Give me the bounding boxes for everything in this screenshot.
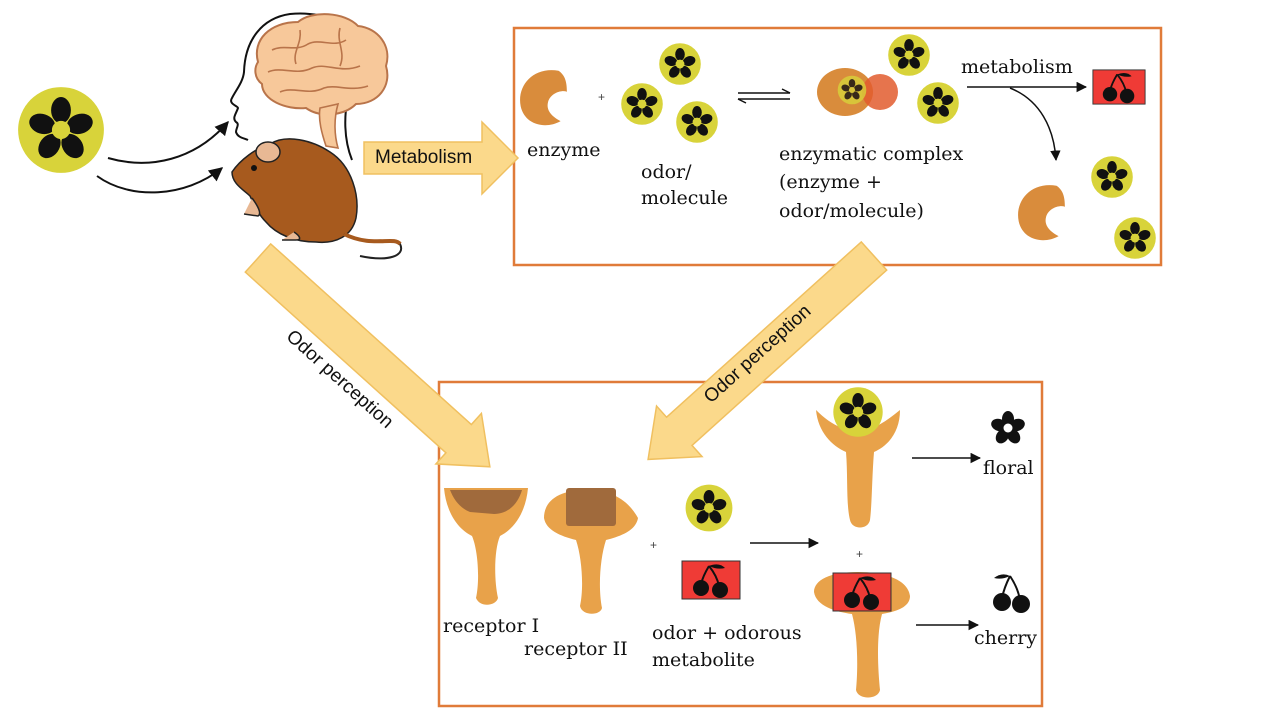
complex-label-3: odor/molecule) [779,200,924,222]
floral-label: floral [983,457,1034,479]
floral-output-icon [991,411,1025,444]
enzyme-icon [1018,185,1065,241]
cherry-label: cherry [974,627,1038,649]
mouse-icon [231,138,403,260]
odor-perception-arrow-right [647,240,888,461]
receptor-icon [544,488,638,614]
enzyme-complex-icon [817,68,898,116]
flower-icon [676,101,718,143]
odor-perception-arrow-left [244,242,491,468]
equilibrium-arrows [737,88,791,104]
plus-sign: + [598,90,606,104]
odor-molecule-label-1: odor/ [641,161,692,183]
flower-icon [1114,217,1156,259]
flower-icon [1091,156,1133,198]
odor-label-1: odor + odorous [652,622,802,644]
metabolism-arrow-label: Metabolism [375,147,473,168]
cherry-output-icon [993,574,1030,613]
sniff-arrow-human [107,120,229,164]
receptor-icon [444,488,528,605]
flower-icon [888,34,930,76]
flower-icon [659,43,701,85]
flower-icon [833,387,883,437]
plus-sign: + [856,547,864,561]
odor-label-2: metabolite [652,649,755,671]
cherry-icon [681,560,741,600]
odor-molecule-label-2: molecule [641,187,728,209]
metabolism-label: metabolism [961,56,1073,78]
metabolism-arrow [363,120,520,196]
enzyme-icon [520,70,567,126]
receptor-1-label: receptor I [443,615,540,637]
plus-sign: + [650,538,658,552]
cherry-icon [1092,69,1146,105]
brain-icon [254,13,389,149]
enzyme-label: enzyme [527,139,601,161]
receptor-icon [816,410,900,528]
complex-label-2: (enzyme + [779,171,882,193]
cherry-icon [832,572,892,612]
complex-label-1: enzymatic complex [779,143,964,165]
sniff-arrow-mouse [96,167,224,194]
receptor-2-label: receptor II [524,638,628,660]
release-arrow [1009,87,1061,162]
flower-icon [685,484,733,532]
flower-icon [917,82,959,124]
flower-icon [18,87,104,173]
flower-icon [621,83,663,125]
